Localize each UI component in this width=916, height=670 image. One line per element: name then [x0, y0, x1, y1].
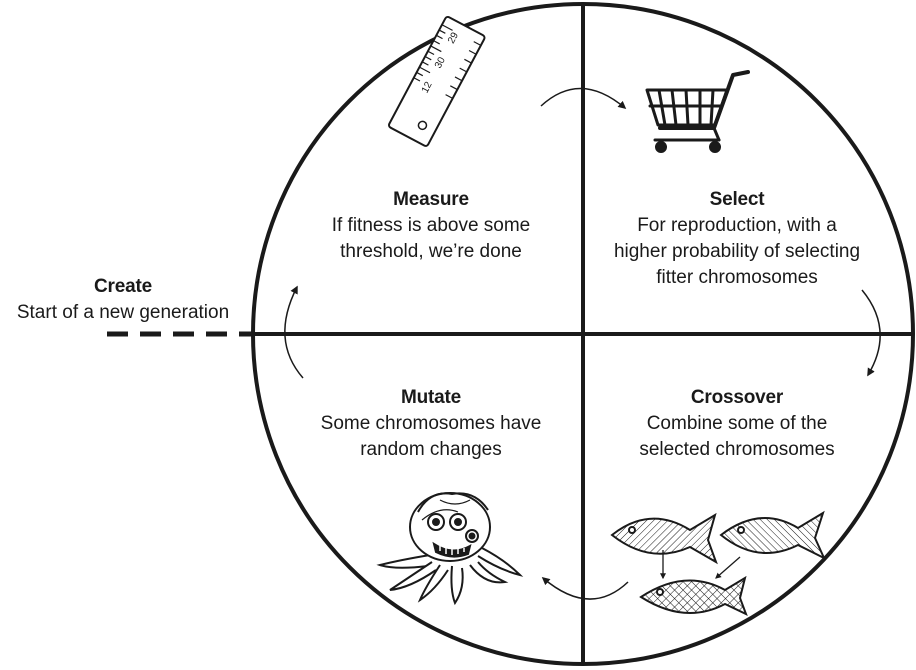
- ruler-mark: 29: [446, 30, 461, 45]
- stage-measure-title: Measure: [393, 189, 469, 210]
- arrow-select-to-crossover: [861, 289, 881, 377]
- stage-select-line: higher probability of selecting: [613, 241, 861, 262]
- fish-crossover-icon: [610, 510, 827, 616]
- arrow-measure-to-select: [540, 87, 627, 110]
- stage-mutate-line: random changes: [360, 439, 502, 460]
- stage-crossover: Crossover Combine some of the selected c…: [592, 385, 882, 463]
- stage-mutate: Mutate Some chromosomes have random chan…: [290, 385, 572, 463]
- ruler-icon: 29 30 12: [388, 15, 486, 147]
- arrow-mutate-to-measure: [284, 285, 304, 379]
- ruler-mark: 30: [433, 55, 448, 70]
- ruler-mark: 12: [420, 80, 435, 95]
- arrow-crossover-to-mutate: [541, 576, 629, 600]
- stage-crossover-line: Combine some of the: [646, 413, 828, 434]
- stage-create: Create Start of a new generation: [0, 274, 246, 326]
- stage-mutate-line: Some chromosomes have: [320, 413, 542, 434]
- stage-create-title: Create: [94, 276, 152, 297]
- stage-select-line: For reproduction, with a: [637, 215, 837, 236]
- stage-select-title: Select: [709, 189, 765, 210]
- mutant-octopus-icon: [376, 492, 524, 606]
- stage-create-line: Start of a new generation: [16, 302, 230, 323]
- stage-crossover-title: Crossover: [690, 387, 784, 408]
- stage-measure-line: threshold, we’re done: [340, 241, 522, 262]
- stage-measure: Measure If fitness is above some thresho…: [290, 187, 572, 265]
- stage-select: Select For reproduction, with a higher p…: [592, 187, 882, 291]
- stage-measure-line: If fitness is above some: [331, 215, 531, 236]
- stage-mutate-title: Mutate: [400, 387, 462, 408]
- stage-crossover-line: selected chromosomes: [639, 439, 835, 460]
- stage-select-line: fitter chromosomes: [656, 267, 818, 288]
- shopping-cart-icon: [645, 70, 750, 153]
